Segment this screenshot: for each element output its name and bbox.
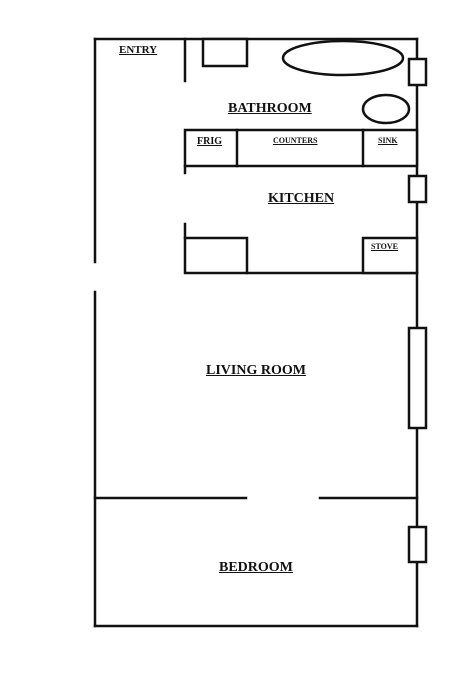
living-room-label: LIVING ROOM [206,363,306,378]
toilet-tank [201,37,249,68]
window-bedroom [407,525,428,564]
frig-label: FRIG [197,136,222,147]
window-living-room [407,326,428,430]
stove-label: STOVE [371,242,398,251]
bedroom-label: BEDROOM [219,560,293,575]
stove [361,236,419,275]
bathroom-label: BATHROOM [228,101,312,116]
window-kitchen [407,174,428,204]
entry-label: ENTRY [119,44,158,56]
counters-label: COUNTERS [273,136,318,145]
sink-label: SINK [378,136,398,145]
bathroom-sink-basin [361,93,411,125]
window-bathroom [407,57,428,87]
counter-top-row [183,128,419,168]
kitchen-label: KITCHEN [268,191,335,206]
lower-left-counter [183,236,249,275]
bathtub [281,39,405,77]
